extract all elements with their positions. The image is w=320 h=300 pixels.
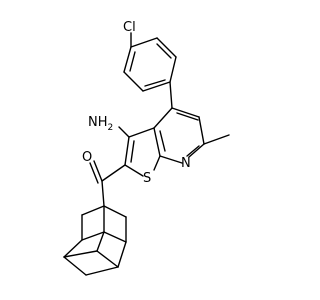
- carbonyl-oxygen-label: O: [82, 150, 92, 165]
- bond-ph-3: [169, 56, 177, 83]
- bonds: [63, 32, 230, 276]
- bond-ad-6: [81, 231, 105, 241]
- bond-ph-4: [142, 81, 171, 92]
- bond-ph-inner-1: [156, 43, 172, 59]
- bond-th-c3a-c3: [128, 127, 155, 138]
- bond-py-c4-c5: [171, 107, 200, 118]
- bond-py-c6-n: [188, 143, 205, 158]
- amino-label: NH2: [88, 115, 113, 133]
- structure-diagram: Cl NH2 N S O: [63, 20, 230, 276]
- bond-py-inner-3: [159, 130, 166, 152]
- bond-ad-7: [103, 231, 127, 243]
- bond-c3-nh2: [118, 126, 130, 138]
- bond-ph-2: [156, 37, 177, 58]
- bond-th-s-c7a: [153, 155, 161, 171]
- bond-co-1: [93, 160, 103, 182]
- bond-c2-carbonyl: [101, 164, 126, 182]
- bond-ad-10: [63, 250, 98, 258]
- chlorine-label: Cl: [123, 20, 136, 35]
- bond-ad-14: [96, 231, 105, 252]
- bond-ad-12: [63, 256, 87, 276]
- bond-methyl: [203, 134, 230, 145]
- bond-carbonyl-ad: [101, 180, 105, 207]
- bond-th-c3-c2: [124, 136, 130, 166]
- bond-py-inner-2: [186, 145, 200, 157]
- bond-th-inner: [130, 140, 135, 163]
- bond-ad-8: [63, 239, 83, 258]
- bond-ph-c4: [169, 81, 173, 109]
- bond-py-c5-c6: [198, 116, 205, 145]
- bond-py-c3a-c4: [153, 107, 173, 129]
- sulfur-label: S: [143, 171, 151, 186]
- bond-ph-6: [123, 46, 132, 73]
- molecule-canvas: Cl NH2 N S O: [63, 20, 230, 276]
- bond-py-c7a-c3a: [153, 127, 161, 157]
- bond-co-2: [89, 162, 99, 184]
- bond-ad-13: [85, 266, 119, 276]
- bond-ad-9: [117, 241, 127, 268]
- bond-ph-1: [130, 37, 158, 48]
- bond-th-c2-s: [124, 164, 144, 177]
- bond-ph-5: [123, 71, 144, 92]
- bond-ph-inner-3: [129, 51, 136, 72]
- bond-ad-2: [103, 205, 127, 218]
- bond-ad-11: [96, 250, 119, 268]
- pyridine-nitrogen-label: N: [181, 156, 191, 171]
- bond-py-n-c7a: [159, 155, 183, 164]
- atom-labels: Cl NH2 N S O: [82, 20, 191, 186]
- bond-py-inner-1: [176, 112, 199, 121]
- bond-ad-1: [81, 205, 105, 216]
- bond-ph-inner-2: [144, 79, 166, 87]
